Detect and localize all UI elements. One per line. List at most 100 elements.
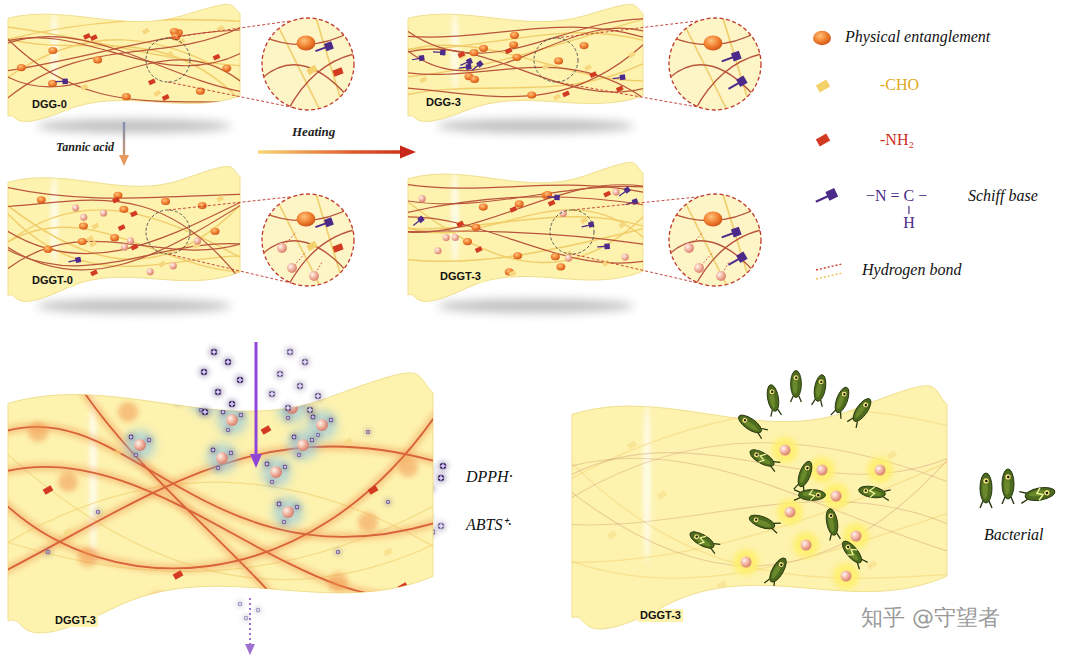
outer-detail: [146, 197, 292, 283]
drawn-shape: [835, 391, 846, 410]
drawn-shape: [837, 533, 841, 540]
drawn-shape: [1021, 499, 1028, 503]
drawn-shape: [412, 58, 420, 59]
drawn-shape: [194, 390, 199, 395]
schiff-base-mark: [411, 55, 424, 62]
free-radical: [215, 465, 222, 472]
organism-label: Bacterial: [984, 526, 1044, 544]
legend-text-holder: -CHO: [880, 76, 919, 94]
drawn-shape: [755, 453, 758, 456]
radical-sparkle: [437, 474, 444, 481]
hydrogel-sheet: DGGT-3: [572, 385, 947, 630]
bacterium: [764, 556, 789, 589]
drawn-shape: [1002, 469, 1014, 499]
drawn-shape: [283, 465, 287, 469]
drawn-shape: [806, 467, 809, 470]
tannic-acid-sphere: [270, 466, 282, 478]
drawn-shape: [547, 196, 555, 198]
entanglement-point: [297, 35, 316, 50]
drawn-shape: [211, 349, 217, 355]
drawn-shape: [980, 473, 992, 503]
functional-group-mark: [458, 51, 466, 58]
radical-sparkle: [282, 520, 287, 525]
drawn-shape: [201, 369, 207, 375]
drawn-shape: [862, 557, 868, 564]
free-radical: [293, 503, 301, 511]
polymer-chain: [3, 200, 245, 286]
functional-group-mark: [332, 243, 343, 252]
drawn-shape: [791, 396, 794, 402]
polymer-chain: [403, 40, 648, 96]
radical-sparkle: [295, 505, 300, 510]
functional-group-mark: [173, 570, 184, 580]
drawn-shape: [297, 399, 305, 407]
functional-group-mark: [91, 223, 99, 230]
free-radical: [308, 436, 316, 444]
drawn-shape: [864, 489, 867, 492]
radical-sparkle: [437, 522, 444, 529]
drawn-shape: [747, 512, 776, 531]
drawn-shape: [199, 406, 210, 417]
functional-group-mark: [607, 530, 617, 539]
drawn-shape: [287, 349, 293, 355]
free-radical: [127, 433, 135, 441]
tannic-acid-sphere: [694, 263, 704, 273]
antibacterial-glow: [833, 563, 859, 589]
polymer-chain: [403, 185, 648, 233]
orange-glow: [58, 472, 78, 492]
polymer-chain: [403, 19, 648, 53]
zoom-line: [168, 197, 292, 210]
entanglement-point: [470, 76, 479, 83]
free-radical: [212, 386, 223, 397]
polymer-chain: [567, 443, 952, 501]
free-radical: [145, 436, 153, 444]
antibacterial-glow: [793, 532, 819, 558]
zoom-detail: [669, 194, 761, 286]
drawn-shape: [847, 416, 853, 423]
drawn-shape: [818, 378, 825, 385]
drawn-shape: [459, 67, 467, 68]
free-radical: [365, 429, 372, 436]
radical-sparkle: [128, 434, 133, 439]
scavenging-glow: [125, 430, 155, 460]
zoom-detail: [262, 194, 354, 286]
polymer-chain: [3, 412, 438, 568]
drawn-shape: [208, 346, 219, 357]
drawn-shape: [440, 463, 446, 469]
functional-group-mark: [306, 65, 318, 75]
sheet-shape: [408, 4, 643, 121]
functional-group-mark: [112, 197, 120, 204]
antibacterial-glow: [772, 437, 798, 463]
free-radical: [226, 398, 237, 409]
functional-group-mark: [118, 224, 126, 231]
bacterium: [824, 508, 840, 541]
heating-arrow: [258, 150, 402, 154]
free-radical: [254, 606, 262, 614]
outer-detail: [198, 342, 323, 655]
free-radical: [385, 499, 392, 506]
functional-group-mark: [603, 191, 611, 198]
hydrogen-bond-sample: [816, 264, 842, 270]
drawn-shape: [731, 51, 742, 62]
drawn-shape: [292, 435, 297, 440]
drawn-shape: [288, 54, 354, 110]
drawn-shape: [1002, 497, 1005, 504]
drawn-shape: [771, 529, 778, 534]
radical-sparkle: [236, 376, 243, 383]
radical-sparkle: [291, 434, 296, 439]
functional-group-mark: [148, 78, 156, 85]
drawn-shape: [831, 409, 836, 416]
tannic-acid-sphere: [875, 465, 886, 476]
drawn-shape: [771, 390, 774, 393]
functional-group-mark: [213, 54, 221, 61]
functional-group-mark: [548, 200, 556, 207]
polymer-chain: [403, 49, 648, 92]
network-detail: [403, 12, 648, 101]
drawn-shape: [825, 188, 838, 201]
zoom-line: [556, 21, 699, 38]
drawn-shape: [282, 402, 293, 413]
hydrogel-sheet: DGG-3: [408, 4, 643, 122]
tannic-acid-sphere: [121, 243, 128, 250]
sample-label: DGGT-3: [53, 614, 98, 627]
radical-sparkle: [314, 392, 321, 399]
